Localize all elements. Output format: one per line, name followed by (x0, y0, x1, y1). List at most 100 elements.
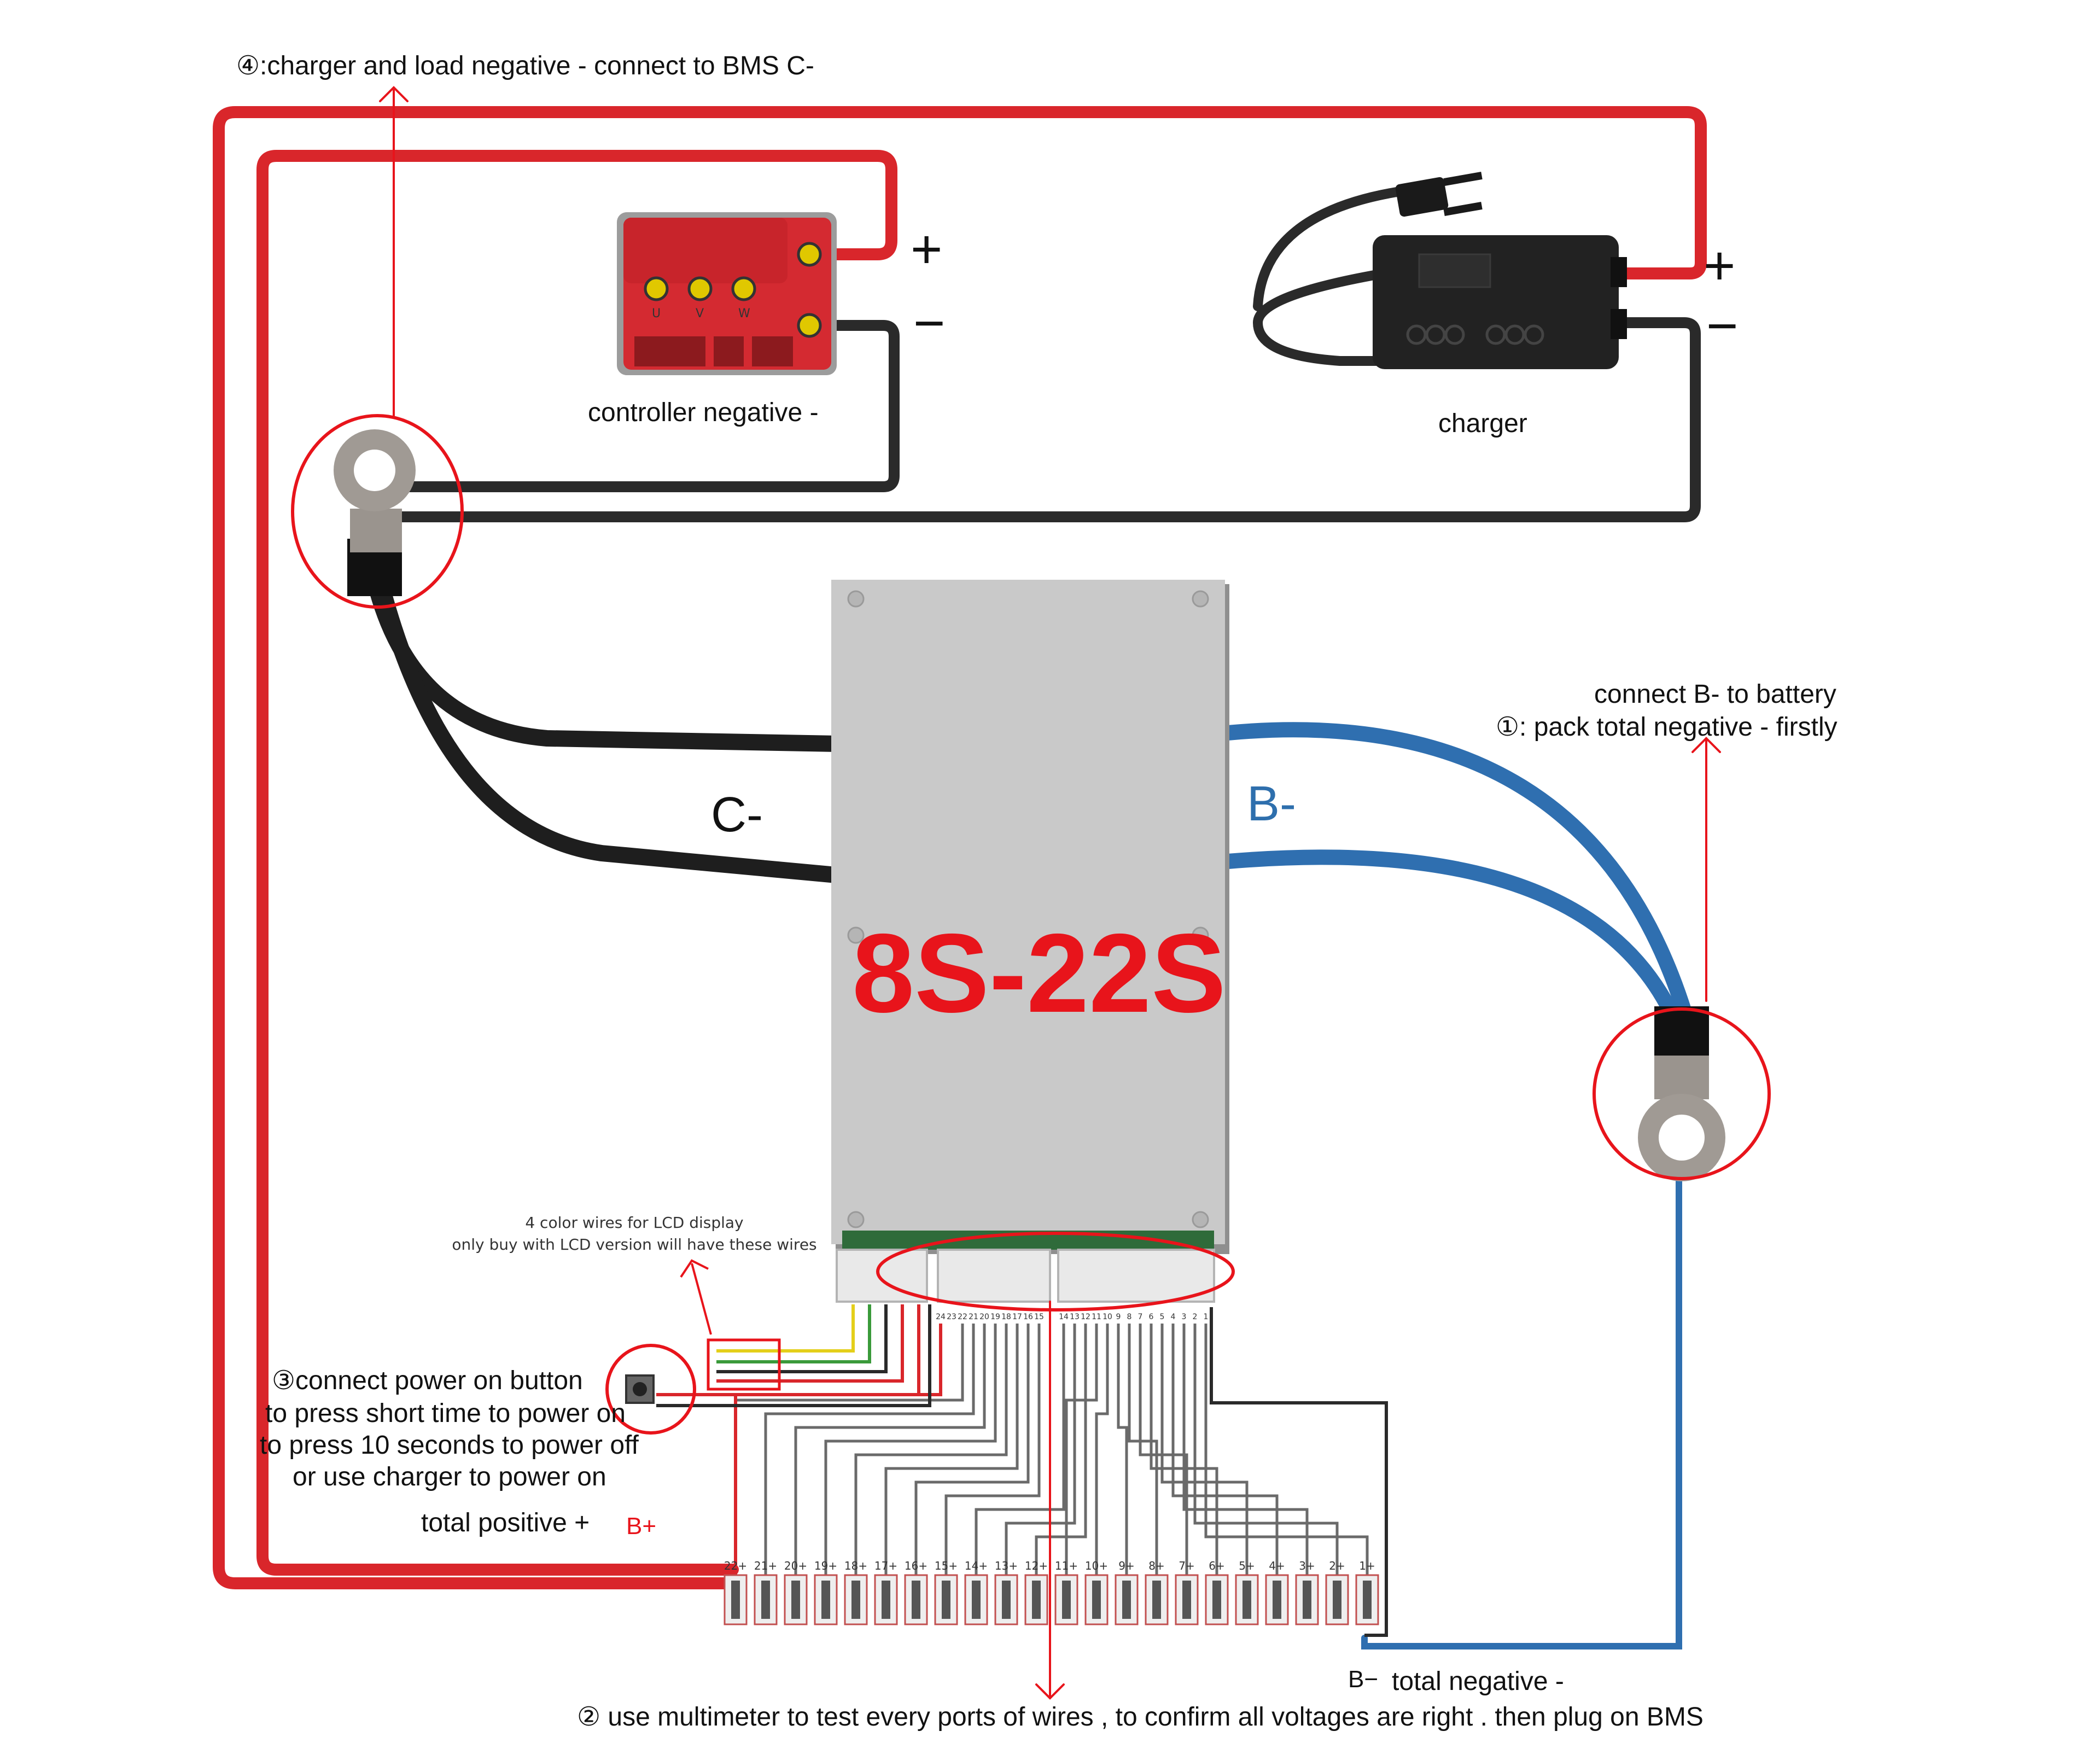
red-wire-outer (213, 106, 1707, 1589)
step3-line1: ③connect power on button (272, 1366, 583, 1395)
balance-wire (1095, 1324, 1109, 1575)
board-pin-label: 6 (1149, 1313, 1154, 1321)
balance-wire (884, 1324, 1019, 1575)
board-pin-label: 19 (990, 1313, 1000, 1321)
cell-terminal: 17+ (874, 1559, 898, 1625)
cell-terminal-label: 14+ (965, 1559, 988, 1572)
cell-terminal: 8+ (1145, 1559, 1169, 1625)
cell-terminal-pin (1032, 1581, 1041, 1619)
cell-terminal: 3+ (1295, 1559, 1319, 1625)
lcd-arrow-head (680, 1259, 709, 1278)
charger-port-minus (1611, 309, 1627, 339)
cell-terminal-label: 18+ (844, 1559, 867, 1572)
cell-terminal: 5+ (1235, 1559, 1259, 1625)
cell-terminal: 11+ (1054, 1559, 1078, 1625)
b-minus-cable-2 (1220, 849, 1681, 1025)
controller-plus-sign: + (911, 219, 942, 280)
cell-terminal-label: 11+ (1055, 1559, 1078, 1572)
lcd-wire-yellow (716, 1304, 855, 1353)
black-wire-charger (377, 317, 1701, 522)
cell-terminal-label: 16+ (905, 1559, 928, 1572)
cell-terminal: 13+ (994, 1559, 1018, 1625)
board-pin-label: 11 (1092, 1313, 1101, 1321)
charger-plus-sign: + (1704, 235, 1735, 296)
cell-terminal: 4+ (1265, 1559, 1289, 1625)
board-pin-label: 24 (936, 1313, 946, 1321)
cell-terminal-label: 4+ (1269, 1559, 1285, 1572)
step2-label: ② use multimeter to test every ports of … (577, 1703, 1704, 1732)
controller-connectors (634, 336, 793, 366)
cell-terminal-label: 15+ (935, 1559, 958, 1572)
button-wire-red (656, 1304, 920, 1396)
balance-wire (1035, 1324, 1087, 1575)
arrow-step4-head (379, 86, 409, 102)
lcd-wires (680, 1259, 904, 1391)
board-pin-label: 5 (1160, 1313, 1165, 1321)
cell-terminal-label: 7+ (1179, 1559, 1194, 1572)
cell-terminal-label: 22+ (724, 1559, 747, 1572)
cell-terminal-pin (1092, 1581, 1101, 1619)
total-positive-label: total positive + (421, 1508, 590, 1537)
cell-terminal-pin (942, 1581, 950, 1619)
cell-terminal: 19+ (814, 1559, 838, 1625)
cell-terminal: 22+ (724, 1559, 748, 1625)
charger-ac-cord-top (1253, 186, 1405, 311)
cell-terminal: 15+ (934, 1559, 958, 1625)
black-wire-controller (377, 320, 900, 492)
c-minus-ring-terminal (291, 414, 464, 609)
balance-wire (1005, 1324, 1076, 1575)
balance-wire (1204, 1324, 1369, 1575)
button-highlight (605, 1344, 696, 1435)
connector-3 (752, 336, 793, 366)
c-terminal-barrel (350, 509, 402, 552)
balance-wire (975, 1324, 1065, 1575)
charger-ac-cord (1253, 269, 1389, 366)
b-terminal-highlight-circle (1592, 1007, 1771, 1180)
cell-terminal-pin (1363, 1581, 1372, 1619)
lcd-wires-highlight (707, 1338, 781, 1391)
charger-label: charger (1438, 409, 1527, 438)
cell-terminal-pin (1122, 1581, 1131, 1619)
board-pin-label: 10 (1102, 1313, 1112, 1321)
terminal-minus (797, 313, 822, 338)
total-negative-label: total negative - (1392, 1667, 1564, 1696)
cell-terminal: 18+ (844, 1559, 868, 1625)
balance-wire (944, 1324, 1041, 1575)
board-pin-label: 12 (1081, 1313, 1090, 1321)
bms-case (831, 580, 1225, 1244)
cell-terminal-pin (1273, 1581, 1281, 1619)
cell-terminal-label: 12+ (1025, 1559, 1048, 1572)
cell-terminal-pin (1152, 1581, 1161, 1619)
b-minus-cable-1 (1220, 722, 1692, 1019)
cell-terminal-label: 6+ (1209, 1559, 1224, 1572)
cell-terminal-pin (972, 1581, 981, 1619)
balance-wire (1193, 1324, 1339, 1575)
charger-body (1373, 235, 1619, 369)
balance-wire (764, 1324, 975, 1575)
button-cap (633, 1382, 647, 1396)
cell-terminal-label: 10+ (1085, 1559, 1108, 1572)
board-pin-label: 13 (1070, 1313, 1080, 1321)
board-pin-label: 1 (1204, 1313, 1209, 1321)
board-pin-label: 21 (969, 1313, 978, 1321)
controller-top-panel (623, 218, 788, 283)
cell-terminal: 21+ (754, 1559, 778, 1625)
cell-terminal-pin (731, 1581, 740, 1619)
board-pin-label: 22 (958, 1313, 967, 1321)
step3-line3: to press 10 seconds to power off (260, 1431, 639, 1460)
cell-terminal-pin (851, 1581, 860, 1619)
balance-wire (914, 1324, 1030, 1575)
cell-terminal-label: 9+ (1118, 1559, 1134, 1572)
board-pin-label: 9 (1116, 1313, 1121, 1321)
motor-controller: U V W (617, 212, 837, 375)
board-pin-label: 4 (1171, 1313, 1176, 1321)
cell-terminal-label: 3+ (1299, 1559, 1315, 1572)
balance-wire (794, 1324, 986, 1575)
board-pin-label: 17 (1012, 1313, 1022, 1321)
cell-terminal: 6+ (1205, 1559, 1229, 1625)
charger-display (1418, 253, 1491, 288)
balance-wire (1117, 1324, 1128, 1575)
cell-terminal: 16+ (904, 1559, 928, 1625)
ac-plug-icon (1395, 172, 1483, 217)
